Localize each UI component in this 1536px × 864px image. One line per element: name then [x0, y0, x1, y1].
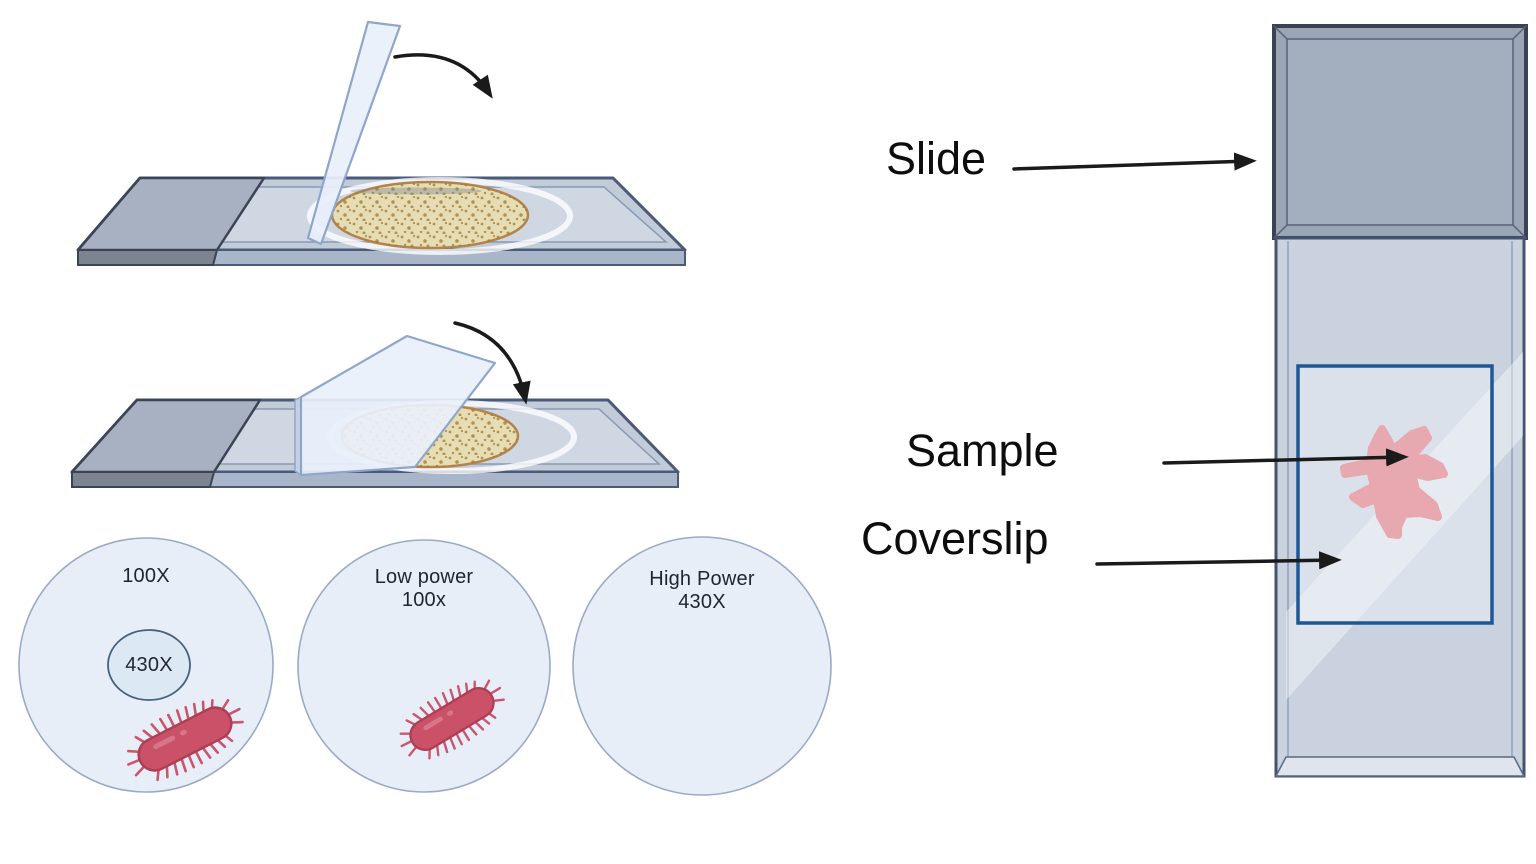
field-inner-label: 430X — [69, 654, 229, 677]
labeled-slide-illustration — [1272, 24, 1528, 778]
field-view-circles — [18, 536, 832, 796]
field-label-low-power: Low power 100x — [344, 566, 504, 612]
specimen-shadow-streak — [350, 187, 482, 195]
frosted-bevel-lines — [1273, 25, 1527, 239]
annotation-arrows — [1012, 152, 1409, 570]
field-label-line1: 100X — [122, 565, 170, 587]
frosted-front-face — [71, 471, 216, 488]
field-label-line2: 100x — [401, 589, 447, 611]
field-view-inner-circle — [107, 629, 191, 701]
field-label-scanning: 100X — [66, 565, 226, 588]
motion-arrow-icon — [453, 321, 531, 405]
frosted-front-face — [77, 249, 219, 266]
motion-arrow-icon — [393, 53, 493, 99]
field-view-high-power — [572, 536, 832, 796]
field-view-low-power — [297, 539, 551, 793]
field-label-line1: High Power — [649, 568, 755, 590]
coverslip-blade-icon — [299, 334, 497, 477]
frosted-label-face — [1286, 38, 1514, 226]
field-label-line2: 430X — [678, 591, 726, 613]
field-inner-label-text: 430X — [125, 654, 173, 676]
glass-reflection — [1286, 352, 1523, 700]
pointer-arrow-icon — [1095, 551, 1342, 570]
pointer-arrow-icon — [1012, 152, 1257, 171]
slide-annotation-label: Slide — [886, 133, 987, 184]
step1-slide-illustration — [76, 20, 687, 266]
pointer-arrow-icon — [1162, 448, 1409, 467]
slide-bottom-bevel — [1274, 756, 1526, 777]
coverslip-outline — [1296, 364, 1494, 625]
specimen-speckles — [332, 182, 528, 248]
field-label-high-power: High Power 430X — [622, 568, 782, 614]
sample-specimen-shape — [1340, 425, 1448, 539]
liquid-ring — [307, 177, 573, 255]
sample-annotation-label: Sample — [906, 425, 1059, 476]
glass-edge-lines — [1287, 241, 1513, 756]
coverslip-annotation-label: Coverslip — [861, 513, 1049, 564]
field-label-line1: Low power — [374, 566, 474, 588]
coverslip-blade-icon — [306, 20, 402, 246]
step2-slide-illustration — [70, 321, 680, 488]
